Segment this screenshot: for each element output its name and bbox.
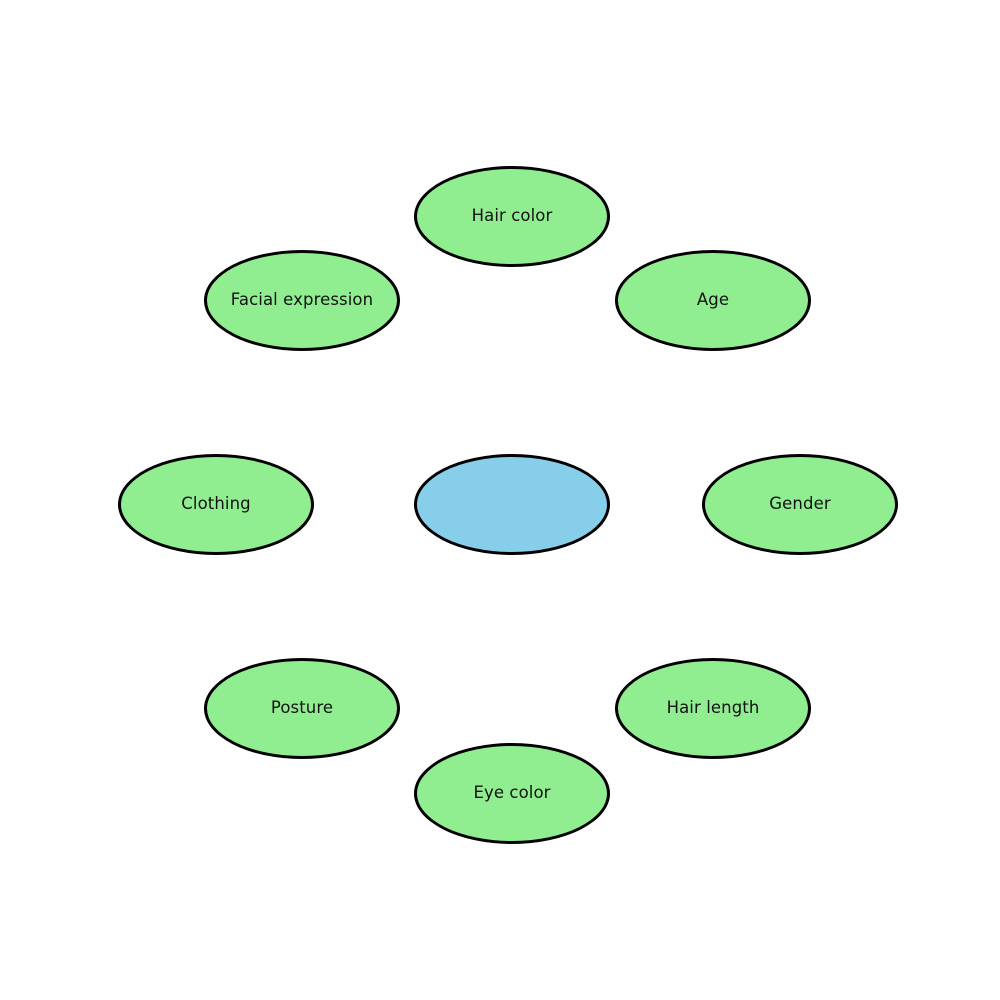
node-hair-length-label: Hair length [666,697,760,717]
node-eye-color[interactable]: Eye color [414,742,610,844]
node-posture[interactable]: Posture [204,657,400,759]
node-posture-label: Posture [270,697,334,717]
node-age-label: Age [696,289,730,309]
node-age[interactable]: Age [615,249,811,351]
node-gender[interactable]: Gender [702,453,898,555]
node-hair-color[interactable]: Hair color [414,165,610,267]
node-eye-color-label: Eye color [473,782,551,802]
node-center-hub[interactable] [414,453,610,555]
node-clothing[interactable]: Clothing [118,453,314,555]
node-hair-color-label: Hair color [471,205,553,225]
node-gender-label: Gender [769,493,831,513]
node-facial-expression[interactable]: Facial expression [204,249,400,351]
node-facial-expression-label: Facial expression [230,289,374,309]
node-hair-length[interactable]: Hair length [615,657,811,759]
node-clothing-label: Clothing [181,493,251,513]
